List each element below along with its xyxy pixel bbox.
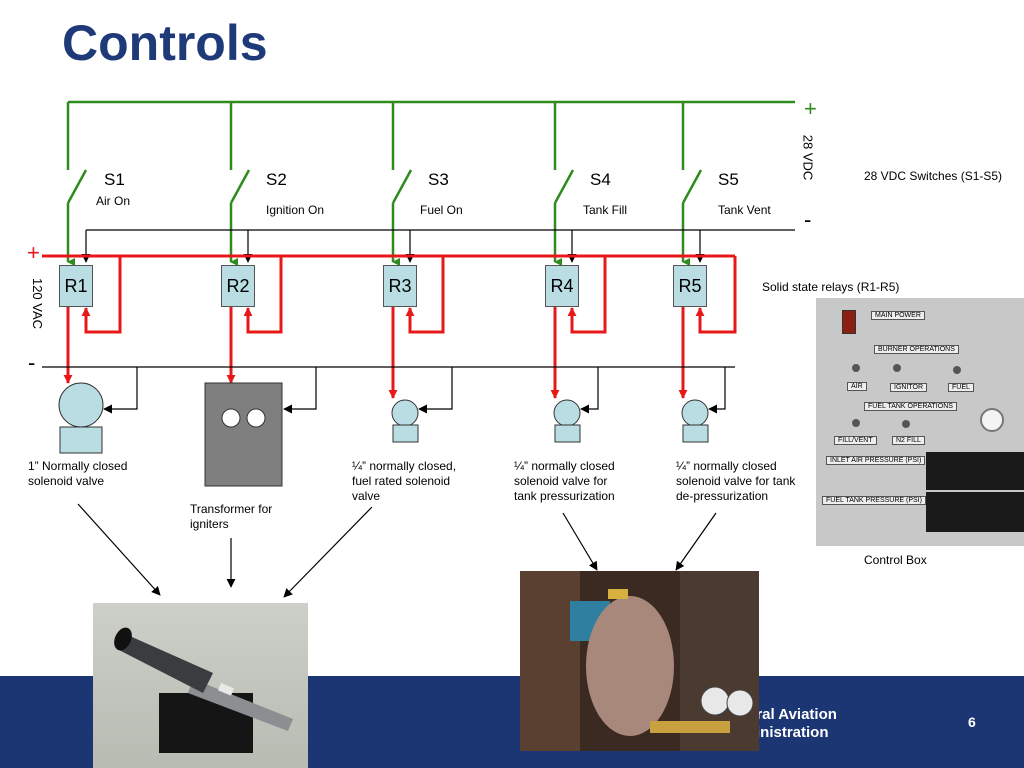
page-title: Controls [62,15,268,71]
agency-line-2: inistration [756,724,829,741]
relay-r2: R2 [221,265,255,307]
n2-fill-toggle-icon [902,420,910,428]
switch-s2-label: Ignition On [266,203,325,217]
switch-s1-label: Air On [96,194,131,208]
fuel-tank-photo [520,571,759,751]
agency-name: eral Aviation inistration [748,706,837,742]
switch-s4-id: S4 [590,170,611,189]
main-power-label: MAIN POWER [871,311,925,320]
ac-bus [42,254,737,399]
ac-minus-sign: - [28,350,36,375]
dc-bus [66,100,795,266]
burner-nozzle-illustration [114,627,293,753]
load-caption-2: Transformer for igniters [190,502,273,531]
load-caption-3: ¼” normally closed, fuel rated solenoid … [352,459,457,503]
air-toggle-icon [852,364,860,372]
igniter-transformer [204,382,283,487]
burner-nozzle-photo [93,603,308,768]
dc-minus-sign: - [804,207,812,232]
load-caption-4: ¼” normally closed solenoid valve for ta… [514,459,615,503]
switches-description: 28 VDC Switches (S1-S5) [864,169,1003,183]
relay-r3: R3 [383,265,417,307]
switch-s4-label: Tank Fill [583,203,628,217]
solenoid-valve-pressurization [553,399,581,443]
tank-pressure-display [926,492,1024,532]
ac-voltage-label: 120 VAC [30,277,46,330]
switch-s2-id: S2 [266,170,287,189]
control-box-caption: Control Box [864,553,927,567]
solenoid-valve-fuel [391,399,419,443]
ac-plus-sign: + [27,240,40,265]
solenoid-valve-depressurization [681,399,709,443]
fuel-tank-illustration [520,571,759,751]
relay-r4: R4 [545,265,579,307]
load-caption-5: ¼” normally closed solenoid valve for ta… [676,459,796,503]
ac-neutral-line [42,366,735,414]
relay-r5: R5 [673,265,707,307]
relays-description: Solid state relays (R1-R5) [762,280,900,294]
n2-fill-label: N2 FILL [892,436,925,445]
agency-line-1: eral Aviation [748,706,837,723]
power-switch-icon [842,310,856,334]
ignitor-toggle-icon [893,364,901,372]
fuel-label: FUEL [948,383,974,392]
switch-s3-id: S3 [428,170,449,189]
fill-vent-toggle-icon [852,419,860,427]
dc-voltage-label: 28 VDC [800,134,816,181]
switch-s1-id: S1 [104,170,125,189]
burner-operations-label: BURNER OPERATIONS [874,345,959,354]
fill-vent-label: FILL/VENT [834,436,877,445]
fuel-toggle-icon [953,366,961,374]
page-number: 6 [968,714,976,730]
fuel-tank-pressure-label: FUEL TANK PRESSURE (PSI) [822,496,926,505]
inlet-pressure-display [926,452,1024,490]
solenoid-valve-large [58,382,104,454]
relay-r1: R1 [59,265,93,307]
pressure-gauge-icon [980,408,1004,432]
air-label: AIR [847,382,867,391]
inlet-air-pressure-label: INLET AIR PRESSURE (PSI) [826,456,926,465]
switch-s5-label: Tank Vent [718,203,771,217]
ignitor-label: IGNITOR [890,383,928,392]
switch-s5-id: S5 [718,170,739,189]
switch-s3-label: Fuel On [420,203,463,217]
control-box-photo: MAIN POWER BURNER OPERATIONS AIR IGNITOR… [816,298,1024,546]
fuel-tank-operations-label: FUEL TANK OPERATIONS [864,402,957,411]
dc-plus-sign: + [804,96,817,121]
load-caption-1: 1” Normally closed solenoid valve [28,459,128,488]
pointer-arrows [77,503,717,598]
